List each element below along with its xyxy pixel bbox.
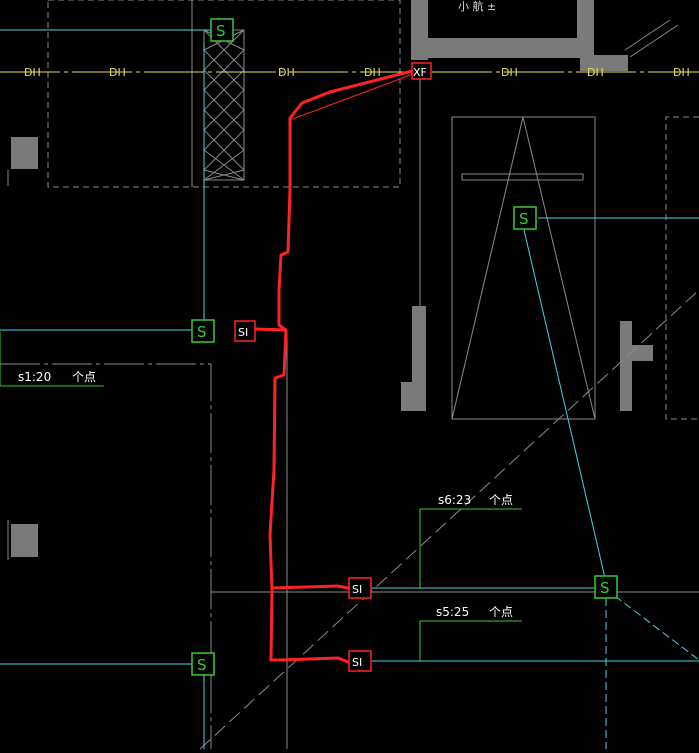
annotation-code-3: s5:25 xyxy=(436,605,469,619)
sensor-1[interactable]: S xyxy=(210,18,234,42)
annotations: s1:20 个点 s6:23 个点 s5:25 个点 xyxy=(18,370,513,619)
sensor-box-5 xyxy=(191,652,215,676)
elevator-bar xyxy=(461,173,584,181)
cyan-dash-diag xyxy=(614,595,699,661)
hatch-line xyxy=(203,169,245,181)
dh-label-2: DH xyxy=(109,66,126,79)
dashed-right-room xyxy=(665,116,699,420)
sensor-2[interactable]: S xyxy=(513,206,537,230)
si-box-1 xyxy=(234,320,256,342)
xf-device-box xyxy=(411,62,432,80)
annotation-code-2: s6:23 xyxy=(438,493,471,507)
hatch-line xyxy=(203,49,245,91)
hatch-line xyxy=(203,69,245,111)
hatch-line xyxy=(203,109,245,151)
wall-center-foot xyxy=(401,382,426,411)
sensor-4[interactable]: S xyxy=(594,575,618,599)
si-label-2: SI xyxy=(352,583,362,596)
elevator-frame xyxy=(451,116,596,420)
sensor-box-3 xyxy=(191,319,215,343)
si-box-3 xyxy=(348,650,372,672)
crosshatch-column xyxy=(203,29,245,181)
annotation-unit-2: 个点 xyxy=(489,493,513,507)
sensor-symbol-3: S xyxy=(197,323,207,341)
top-room-text: 小 航 ± xyxy=(458,0,496,13)
hatch-line xyxy=(203,29,245,71)
elevator-diag-left xyxy=(451,116,524,420)
annotation-unit-1: 个点 xyxy=(72,370,96,384)
si-device-2[interactable]: SI xyxy=(348,577,372,599)
wall-right-vertical xyxy=(620,321,632,411)
dh-label-6: DH xyxy=(587,66,604,79)
wall-top-right-block xyxy=(577,0,594,58)
sensor-symbol-4: S xyxy=(600,579,610,597)
si-label-1: SI xyxy=(238,326,248,339)
wall-right-stub xyxy=(628,345,653,361)
dh-label-4: DH xyxy=(364,66,381,79)
red-main-run xyxy=(268,69,414,664)
sensor-5[interactable]: S xyxy=(191,652,215,676)
diag-top-right-2 xyxy=(629,24,679,58)
si-device-3[interactable]: SI xyxy=(348,650,372,672)
xf-device[interactable]: XF xyxy=(411,62,432,80)
si-box-2 xyxy=(348,577,372,599)
leader-s6 xyxy=(419,508,522,588)
sensor-symbol-2: S xyxy=(519,210,529,228)
structural-walls xyxy=(11,0,653,557)
hatch-line xyxy=(203,129,245,171)
sensor-box-2 xyxy=(513,206,537,230)
wall-top-beam xyxy=(411,38,586,58)
si-label-3: SI xyxy=(352,656,362,669)
elevator-diag-right xyxy=(522,116,596,420)
sensor-box-4 xyxy=(594,575,618,599)
annotation-unit-3: 个点 xyxy=(489,605,513,619)
room-outline-left xyxy=(0,363,212,749)
dh-label-1: DH xyxy=(24,66,41,79)
sensor-symbol-5: S xyxy=(197,656,207,674)
red-thin-diagonal xyxy=(289,73,414,121)
red-branch-si2 xyxy=(270,584,350,590)
dh-line: DH DH DH DH DH DH DH xyxy=(0,66,699,79)
cyan-diagonal-sensor xyxy=(523,229,606,579)
column-left-upper xyxy=(11,137,38,169)
sensor-3[interactable]: S xyxy=(191,319,215,343)
red-branch-si1 xyxy=(254,327,288,332)
dh-label-3: DH xyxy=(278,66,295,79)
crosshatch-frame xyxy=(203,29,245,181)
hatch-line xyxy=(203,149,245,181)
column-left-lower xyxy=(11,524,38,557)
cyan-wiring xyxy=(0,29,699,749)
red-conduit xyxy=(254,69,414,664)
si-device-1[interactable]: SI xyxy=(234,320,256,342)
wall-top-right-stub xyxy=(580,55,628,71)
diag-top-right-1 xyxy=(624,19,671,51)
annotation-code-1: s1:20 xyxy=(18,370,51,384)
dh-label-7: DH xyxy=(673,66,690,79)
diag-grey-line xyxy=(199,289,699,750)
sensor-box-1 xyxy=(210,18,234,42)
green-leaders xyxy=(0,332,522,661)
dh-label-5: DH xyxy=(501,66,518,79)
crosshatch-lines xyxy=(203,29,245,181)
sensor-symbol-1: S xyxy=(216,22,226,40)
leader-s5 xyxy=(419,620,522,661)
dashed-room-left xyxy=(47,0,401,188)
hatch-line xyxy=(203,89,245,131)
xf-label: XF xyxy=(413,66,427,79)
leader-s1 xyxy=(0,332,104,387)
